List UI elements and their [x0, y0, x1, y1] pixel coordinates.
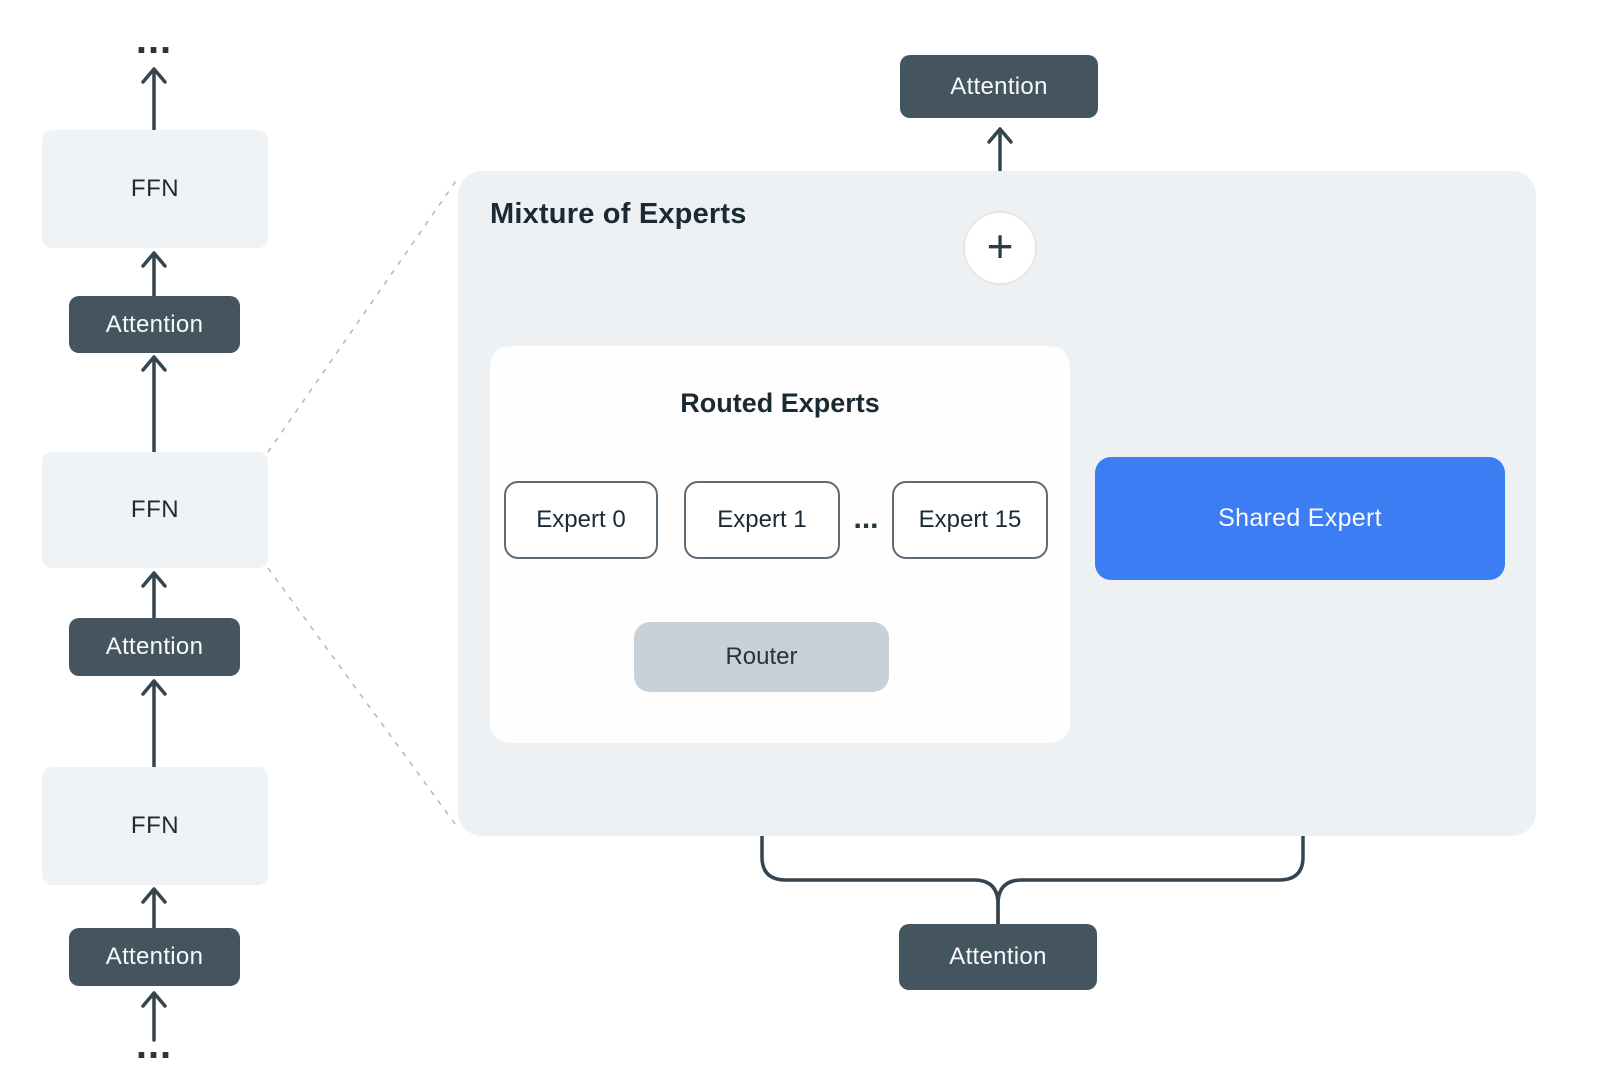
explode-dotted-line-top [267, 177, 459, 453]
shared-expert-box: Shared Expert [1095, 457, 1505, 580]
arrow-attn2-to-ffn2 [141, 571, 167, 620]
arrow-dots-to-attn3 [141, 991, 167, 1042]
plus-icon: + [986, 220, 1014, 272]
router-box: Router [634, 622, 889, 692]
moe-panel-title: Mixture of Experts [490, 198, 747, 230]
ffn-block-3: FFN [42, 767, 268, 885]
attention-block-3: Attention [69, 928, 240, 986]
stack-ellipsis-bottom: ... [135, 1023, 173, 1067]
routed-experts-title: Routed Experts [680, 388, 880, 418]
attention-block-2: Attention [69, 618, 240, 676]
arrow-ffn1-to-dots [141, 67, 167, 132]
arrow-ffn2-to-attn1 [141, 355, 167, 454]
stack-ellipsis-top: ... [135, 18, 173, 62]
experts-ellipsis: ... [853, 502, 879, 535]
explode-dotted-line-bottom [267, 567, 459, 829]
arrow-ffn3-to-attn2 [141, 679, 167, 769]
ffn-block-1: FFN [42, 130, 268, 248]
arrow-attn1-to-ffn1 [141, 251, 167, 298]
expert-0-box: Expert 0 [504, 481, 658, 559]
expert-15-box: Expert 15 [892, 481, 1048, 559]
attention-block-1: Attention [69, 296, 240, 353]
expert-1-box: Expert 1 [684, 481, 840, 559]
ffn-block-2-exploded: FFN [42, 452, 268, 568]
plus-node: + [963, 211, 1037, 285]
attention-top-box: Attention [900, 55, 1098, 118]
attention-bottom-box: Attention [899, 924, 1097, 990]
arrow-attn3-to-ffn3 [141, 887, 167, 930]
